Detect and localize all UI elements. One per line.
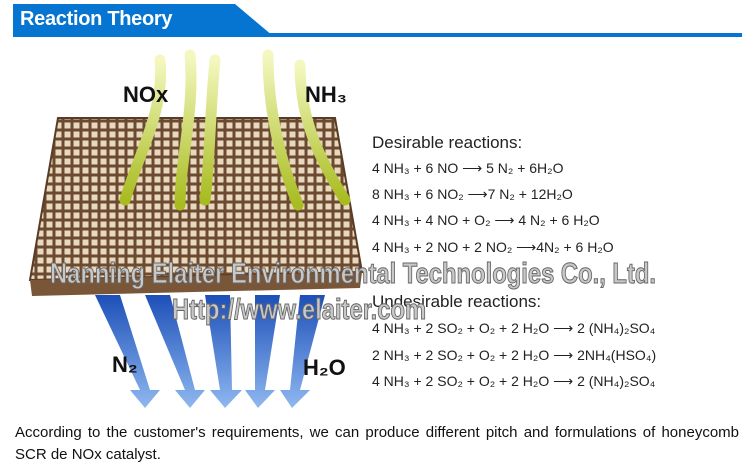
undesirable-heading: Undesirable reactions: — [372, 292, 542, 311]
header-underline — [13, 33, 742, 37]
h2o-label: H₂O — [303, 355, 346, 380]
desirable-reaction: 8 NH₃ + 6 NO₂ ⟶7 N₂ + 12H₂O — [372, 186, 573, 202]
catalyst-side — [30, 272, 362, 296]
watermark-url: Http://www.elaiter.com — [172, 294, 427, 327]
inflow-arrows — [119, 44, 351, 211]
description: According to the customer's requirements… — [15, 424, 739, 463]
nh3-label: NH₃ — [305, 82, 347, 107]
undesirable-reaction: 4 NH₃ + 2 SO₂ + O₂ + 2 H₂O ⟶ 2 (NH₄)₂SO₄ — [372, 320, 656, 336]
desirable-reaction: 4 NH₃ + 2 NO + 2 NO₂ ⟶4N₂ + 6 H₂O — [372, 239, 614, 255]
outflow-arrows — [95, 295, 325, 408]
watermark-company: Nanning Elaiter Environmental Technologi… — [50, 258, 657, 291]
desirable-reaction: 4 NH₃ + 4 NO + O₂ ⟶ 4 N₂ + 6 H₂O — [372, 212, 600, 228]
scr-catalyst-diagram — [28, 44, 364, 408]
undesirable-reaction: 2 NH₃ + 2 SO₂ + O₂ + 2 H₂O ⟶ 2NH₄(HSO₄) — [372, 347, 657, 363]
n2-label: N₂ — [112, 352, 138, 377]
nox-label: NOx — [123, 82, 169, 107]
section-title: Reaction Theory — [20, 8, 173, 30]
undesirable-reaction: 4 NH₃ + 2 SO₂ + O₂ + 2 H₂O ⟶ 2 (NH₄)₂SO₄ — [372, 373, 656, 389]
desirable-reaction: 4 NH₃ + 6 NO ⟶ 5 N₂ + 6H₂O — [372, 160, 564, 176]
section-header-tab — [13, 4, 273, 36]
desirable-heading: Desirable reactions: — [372, 133, 523, 152]
